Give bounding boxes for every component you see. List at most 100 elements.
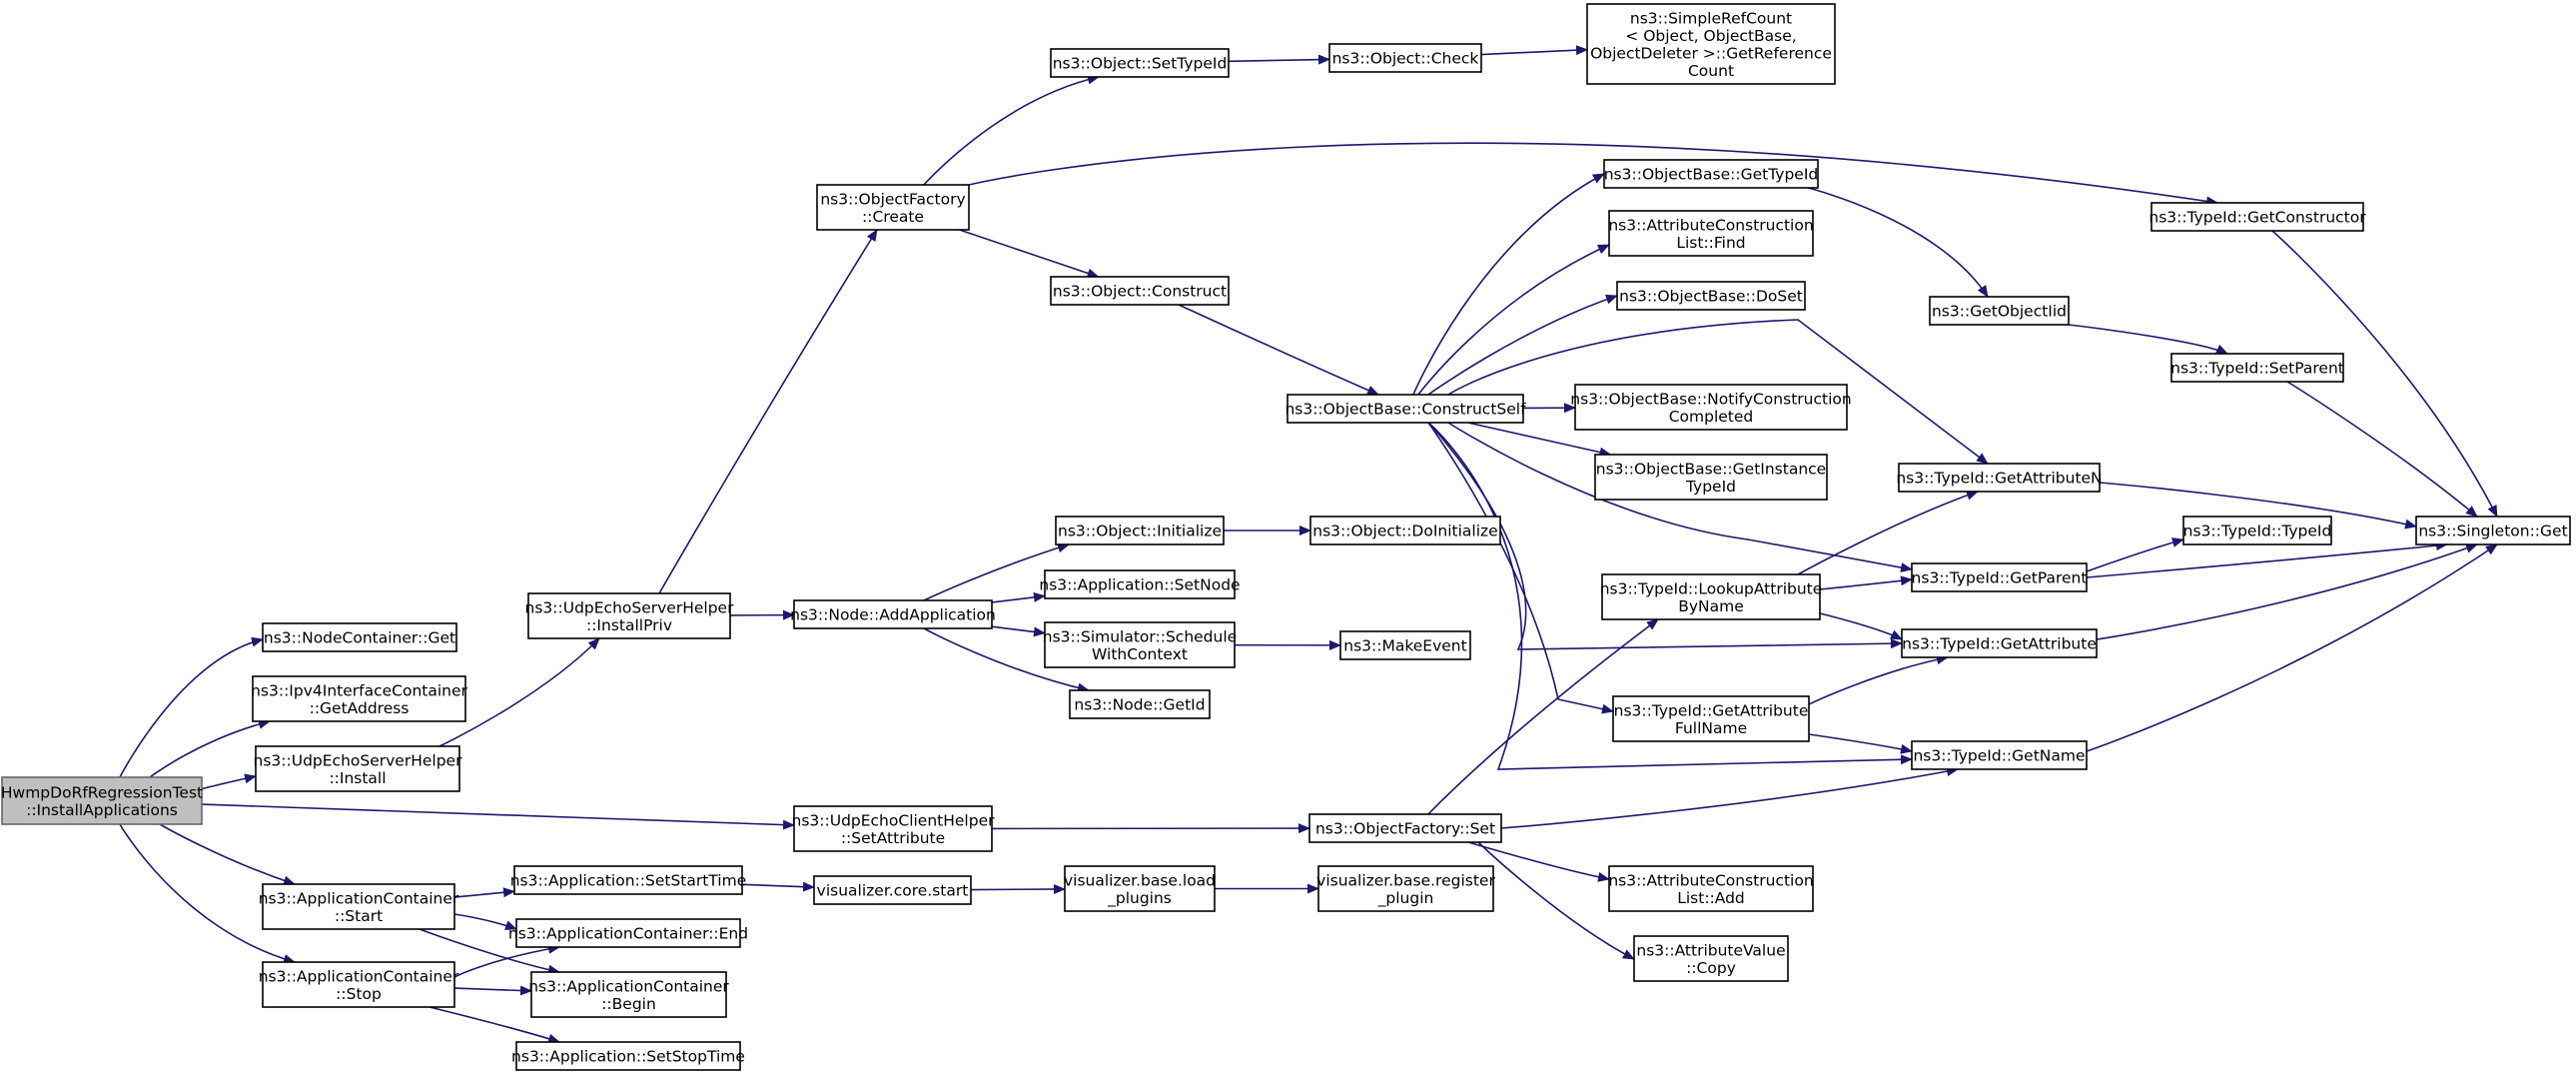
node-box xyxy=(262,622,457,652)
node-objbase_notify[interactable]: ns3::ObjectBase::NotifyConstructionCompl… xyxy=(1570,384,1852,431)
node-ac_begin[interactable]: ns3::ApplicationContainer::Begin xyxy=(528,971,729,1018)
node-root[interactable]: HwmpDoRfRegressionTest::InstallApplicati… xyxy=(1,776,203,825)
node-typeid_typeid[interactable]: ns3::TypeId::TypeId xyxy=(2182,516,2332,545)
node-label: visualizer.base.load xyxy=(1064,871,1216,889)
node-ac_start[interactable]: ns3::ApplicationContainer::Start xyxy=(259,883,459,930)
node-objfactory_create[interactable]: ns3::ObjectFactory::Create xyxy=(816,184,970,231)
node-box xyxy=(1574,384,1848,431)
node-viz_load_plugins[interactable]: visualizer.base.load_plugins xyxy=(1064,865,1216,912)
edge-root-to-udpclient_setattr xyxy=(201,803,795,830)
edge-node_addapp-to-app_setnode xyxy=(991,591,1046,603)
node-label: ns3::Object::SetTypeId xyxy=(1053,55,1228,73)
node-objbase_gettypeid[interactable]: ns3::ObjectBase::GetTypeId xyxy=(1603,159,1819,189)
node-box xyxy=(1603,159,1819,189)
node-ac_end[interactable]: ns3::ApplicationContainer::End xyxy=(508,918,748,948)
node-label: ns3::NodeContainer::Get xyxy=(264,629,455,647)
node-viz_register_plugin[interactable]: visualizer.base.register_plugin xyxy=(1316,865,1495,912)
node-simplerefcount[interactable]: ns3::SimpleRefCount< Object, ObjectBase,… xyxy=(1586,3,1836,85)
node-label: ::Stop xyxy=(336,985,382,1003)
node-objbase_constructself[interactable]: ns3::ObjectBase::ConstructSelf xyxy=(1285,394,1526,424)
node-label: ns3::ObjectBase::GetTypeId xyxy=(1604,166,1819,184)
node-app_setstoptime[interactable]: ns3::Application::SetStopTime xyxy=(511,1041,745,1071)
node-objfactory_set[interactable]: ns3::ObjectFactory::Set xyxy=(1308,813,1502,843)
node-label: FullName xyxy=(1675,719,1747,737)
node-typeid_setparent[interactable]: ns3::TypeId::SetParent xyxy=(2170,353,2344,383)
node-box xyxy=(1633,935,1789,982)
node-obj_settypeid[interactable]: ns3::Object::SetTypeId xyxy=(1050,48,1230,78)
node-label: ns3::GetObjectIid xyxy=(1932,303,2067,321)
node-typeid_getattribute[interactable]: ns3::TypeId::GetAttribute xyxy=(1901,628,2098,658)
node-obj_doinitialize[interactable]: ns3::Object::DoInitialize xyxy=(1309,516,1501,545)
node-label: ns3::ApplicationContainer::End xyxy=(508,925,748,943)
node-typeid_getparent[interactable]: ns3::TypeId::GetParent xyxy=(1911,562,2088,592)
edge-objbase_constructself-to-objbase_gettypeid xyxy=(1412,173,1605,396)
node-app_setnode[interactable]: ns3::Application::SetNode xyxy=(1039,569,1241,599)
node-ac_stop[interactable]: ns3::ApplicationContainer::Stop xyxy=(259,961,459,1008)
edge-getobjectiid-to-typeid_setparent xyxy=(2068,324,2228,355)
node-singleton_get[interactable]: ns3::Singleton::Get xyxy=(2415,516,2571,545)
node-getobjectiid[interactable]: ns3::GetObjectIid xyxy=(1929,296,2070,326)
node-label: < Object, ObjectBase, xyxy=(1625,27,1796,45)
edge-app_setstarttime-to-viz_core_start xyxy=(741,881,815,892)
node-box xyxy=(1044,569,1236,599)
node-label: ns3::UdpEchoServerHelper xyxy=(254,751,463,769)
edge-typeid_getattrfullname-to-typeid_getattribute xyxy=(1808,654,1949,705)
node-node_getid[interactable]: ns3::Node::GetId xyxy=(1069,689,1211,719)
node-box xyxy=(515,918,741,948)
node-viz_core_start[interactable]: visualizer.core.start xyxy=(813,875,972,905)
node-obj_initialize[interactable]: ns3::Object::Initialize xyxy=(1055,516,1225,545)
edge-ac_start-to-ac_begin xyxy=(419,928,560,975)
node-box xyxy=(1339,630,1471,660)
node-box xyxy=(1601,573,1821,620)
node-box xyxy=(1308,813,1502,843)
node-box xyxy=(1901,628,2098,658)
node-node_addapp[interactable]: ns3::Node::AddApplication xyxy=(790,599,996,629)
node-udpserver_install[interactable]: ns3::UdpEchoServerHelper::Install xyxy=(254,745,463,792)
node-app_setstarttime[interactable]: ns3::Application::SetStartTime xyxy=(510,865,747,895)
node-label: ns3::ApplicationContainer xyxy=(528,977,729,995)
node-udpserver_installpriv[interactable]: ns3::UdpEchoServerHelper::InstallPriv xyxy=(525,592,735,639)
node-box xyxy=(1050,276,1230,306)
node-box xyxy=(255,745,460,792)
node-typeid_getname[interactable]: ns3::TypeId::GetName xyxy=(1911,740,2088,770)
node-label: ns3::AttributeConstruction xyxy=(1608,216,1813,234)
node-typeid_getattrn[interactable]: ns3::TypeId::GetAttributeN xyxy=(1896,463,2103,493)
node-box xyxy=(1055,516,1225,545)
node-label: List::Add xyxy=(1677,889,1745,907)
edge-ac_start-to-ac_end xyxy=(453,913,517,930)
node-typeid_getconstructor[interactable]: ns3::TypeId::GetConstructor xyxy=(2148,202,2366,232)
node-label: TypeId xyxy=(1685,478,1736,496)
node-label: ns3::TypeId::GetParent xyxy=(1912,569,2088,587)
edge-typeid_lookupattr-to-typeid_getattrn xyxy=(1797,490,1979,575)
node-label: _plugin xyxy=(1377,889,1434,908)
node-objbase_doset[interactable]: ns3::ObjectBase::DoSet xyxy=(1616,281,1806,311)
node-label: ns3::Object::Construct xyxy=(1053,283,1227,301)
node-box xyxy=(1309,516,1501,545)
node-label: ns3::AttributeValue xyxy=(1636,941,1785,959)
node-label: visualizer.core.start xyxy=(817,882,969,900)
node-label: ::Begin xyxy=(601,995,656,1013)
node-obj_check[interactable]: ns3::Object::Check xyxy=(1328,43,1482,73)
edge-typeid_getparent-to-singleton_get xyxy=(2086,540,2448,578)
node-attrvalue_copy[interactable]: ns3::AttributeValue::Copy xyxy=(1633,935,1789,982)
node-nc_get[interactable]: ns3::NodeContainer::Get xyxy=(262,622,457,652)
node-box xyxy=(513,865,743,895)
node-udpclient_setattr[interactable]: ns3::UdpEchoClientHelper::SetAttribute xyxy=(792,805,996,852)
edge-objbase_constructself-to-objbase_getinstance xyxy=(1467,422,1612,458)
node-makeevent[interactable]: ns3::MakeEvent xyxy=(1339,630,1471,660)
node-obj_construct[interactable]: ns3::Object::Construct xyxy=(1050,276,1230,306)
node-label: ns3::ObjectBase::NotifyConstruction xyxy=(1570,390,1851,408)
node-label: ns3::TypeId::GetAttribute xyxy=(1614,701,1809,719)
node-label: ns3::Application::SetStopTime xyxy=(511,1048,745,1066)
edge-root-to-ac_start xyxy=(159,823,296,886)
node-ipv4_getaddr[interactable]: ns3::Ipv4InterfaceContainer::GetAddress xyxy=(251,675,468,722)
node-box xyxy=(262,883,455,930)
edge-typeid_setparent-to-singleton_get xyxy=(2286,381,2478,518)
